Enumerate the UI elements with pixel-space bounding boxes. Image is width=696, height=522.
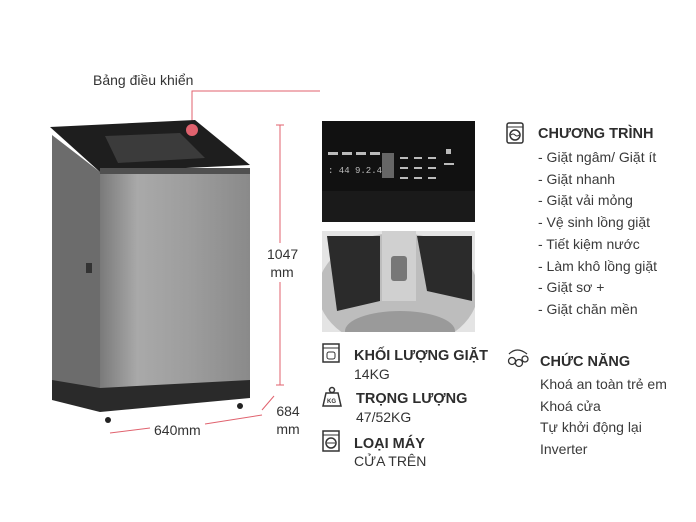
program-item: - Giặt nhanh	[538, 171, 616, 187]
depth-dimension: 684 mm	[276, 402, 300, 438]
svg-text:: 44 9.2.4.: : 44 9.2.4.	[328, 166, 387, 176]
width-dimension: 640mm	[154, 422, 201, 438]
program-item: - Vệ sinh lồng giặt	[538, 214, 651, 230]
feature-item: Khoá an toàn trẻ em	[540, 376, 667, 392]
programs-title: CHƯƠNG TRÌNH	[538, 126, 654, 142]
spec-value: CỬA TRÊN	[354, 453, 427, 469]
program-item: - Giặt sơ +	[538, 279, 605, 295]
svg-text:KG: KG	[327, 399, 336, 405]
callout-line	[191, 90, 320, 130]
washer-weight-icon	[322, 343, 340, 363]
spec-title: KHỐI LƯỢNG GIẶT	[354, 348, 488, 364]
washing-machine-icon	[506, 122, 524, 144]
drum-photo	[322, 231, 475, 332]
feature-item: Inverter	[540, 441, 588, 457]
program-item: - Làm khô lồng giặt	[538, 258, 658, 274]
feature-item: Khoá cửa	[540, 398, 601, 414]
washing-machine-icon	[322, 430, 340, 452]
depth-value: 684	[276, 403, 300, 419]
depth-unit: mm	[276, 421, 300, 437]
control-panel-marker	[186, 124, 198, 136]
control-panel-label: Bảng điều khiển	[93, 72, 194, 88]
program-item: - Giặt chăn mền	[538, 301, 638, 317]
height-dimension: 1047 mm	[267, 245, 299, 281]
control-panel-photo: : 44 9.2.4.	[322, 121, 475, 222]
program-item: - Giặt ngâm/ Giặt ít	[538, 149, 657, 165]
program-item: - Giặt vải mỏng	[538, 192, 633, 208]
height-value: 1047	[267, 246, 299, 262]
washing-machine-illustration	[50, 90, 320, 434]
kg-weight-icon: KG	[322, 386, 342, 407]
spec-value: 47/52KG	[356, 409, 412, 425]
program-item: - Tiết kiệm nước	[538, 236, 640, 252]
spec-title: LOẠI MÁY	[354, 436, 425, 452]
spec-value: 14KG	[354, 366, 390, 382]
feature-item: Tự khởi động lại	[540, 419, 642, 435]
gears-icon	[507, 349, 529, 368]
spec-title: TRỌNG LƯỢNG	[356, 391, 468, 407]
features-title: CHỨC NĂNG	[540, 354, 631, 370]
height-unit: mm	[270, 264, 294, 280]
